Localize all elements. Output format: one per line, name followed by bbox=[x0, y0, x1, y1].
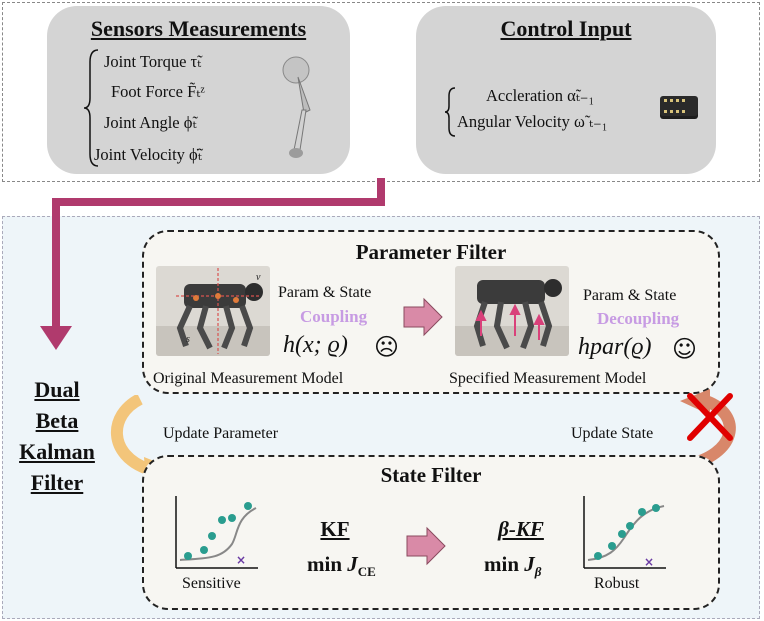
sensors-title: Sensors Measurements bbox=[90, 16, 307, 41]
red-x-icon bbox=[687, 393, 733, 441]
imu-chip-icon bbox=[660, 96, 698, 119]
robot-photo-original: v s bbox=[156, 266, 270, 356]
svg-text:×: × bbox=[236, 553, 246, 567]
original-measurement-caption: Original Measurement Model bbox=[153, 370, 344, 387]
robot-leg-illustration bbox=[282, 56, 311, 158]
frown-face-icon: ☹ bbox=[374, 333, 400, 361]
label-dual: Dual bbox=[34, 377, 80, 402]
sensor-joint-angle: Joint Angle ϕ̃ₜ bbox=[104, 113, 197, 132]
pink-arrow-top bbox=[403, 297, 443, 337]
sensor-foot-force: Foot Force F̃ₜᶻ bbox=[111, 82, 205, 101]
update-parameter-label: Update Parameter bbox=[163, 425, 279, 442]
label-beta: Beta bbox=[35, 408, 79, 433]
control-angular-velocity: Angular Velocity ω̃ ₜ₋₁ bbox=[457, 112, 608, 131]
sensor-joint-torque: Joint Torque τ̃ₜ bbox=[104, 52, 202, 71]
beta-kf-label: β-KF bbox=[498, 517, 544, 541]
smile-face-icon: ☺ bbox=[672, 335, 698, 363]
formula-coupled: h(x; ϱ) bbox=[283, 332, 348, 358]
beta-kf-objective: min Jβ bbox=[484, 552, 542, 580]
control-acceleration: Accleration α̃ₜ₋₁ bbox=[486, 86, 595, 105]
control-brace bbox=[444, 87, 456, 137]
robot-photo-specified bbox=[455, 266, 569, 356]
param-state-right: Param & State bbox=[583, 287, 677, 304]
photo-letter-v: v bbox=[256, 272, 261, 283]
magenta-flow-arrow bbox=[40, 178, 385, 350]
photo-letter-s: s bbox=[186, 334, 190, 345]
control-panel bbox=[416, 6, 716, 174]
sensors-brace bbox=[83, 49, 99, 167]
formula-decoupled: hpar(ϱ) bbox=[578, 334, 652, 360]
state-filter-title: State Filter bbox=[380, 463, 482, 487]
control-title: Control Input bbox=[500, 16, 632, 41]
coupling-label: Coupling bbox=[300, 307, 368, 326]
pink-arrow-bottom bbox=[406, 526, 446, 566]
dual-beta-kalman-filter-label: Dual Beta Kalman Filter bbox=[2, 374, 112, 498]
specified-measurement-caption: Specified Measurement Model bbox=[449, 370, 647, 387]
param-state-left: Param & State bbox=[278, 284, 372, 301]
plot-sensitive: × bbox=[175, 496, 258, 569]
decoupling-label: Decoupling bbox=[597, 309, 680, 328]
sensitive-caption: Sensitive bbox=[182, 575, 241, 592]
label-filter: Filter bbox=[30, 470, 84, 495]
kf-objective: min JCE bbox=[307, 552, 376, 580]
robust-caption: Robust bbox=[594, 575, 640, 592]
sensor-joint-velocity: Joint Velocity ϕ̃̇ₜ bbox=[94, 145, 202, 164]
kf-label: KF bbox=[320, 517, 350, 541]
plot-robust: × bbox=[583, 496, 666, 569]
update-state-label: Update State bbox=[571, 425, 654, 442]
svg-text:×: × bbox=[644, 555, 654, 569]
parameter-filter-title: Parameter Filter bbox=[355, 240, 507, 264]
label-kalman: Kalman bbox=[19, 439, 95, 464]
